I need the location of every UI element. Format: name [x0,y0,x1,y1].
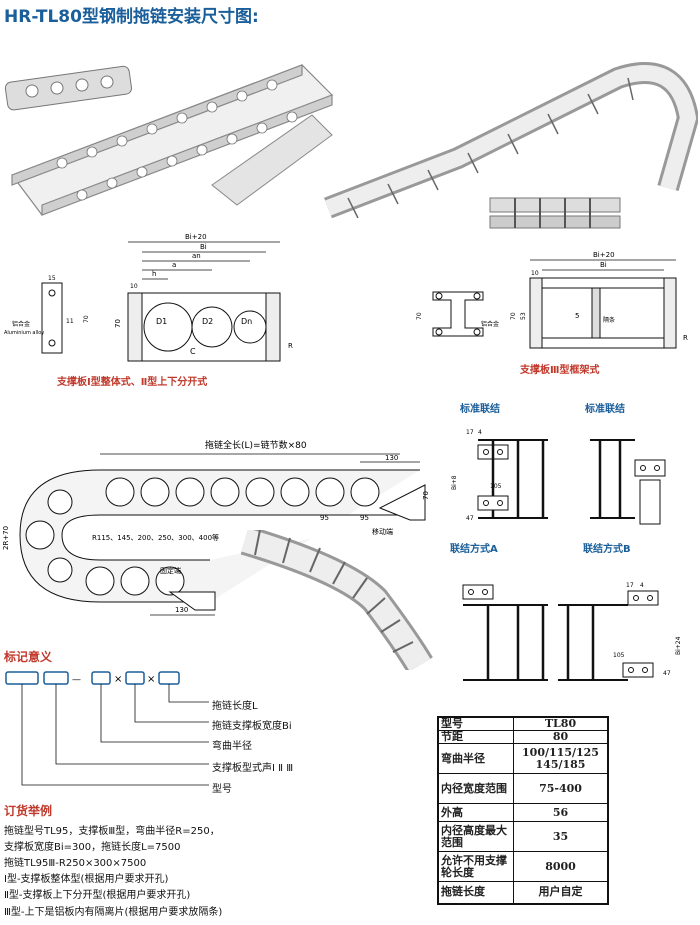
svg-text:D1: D1 [156,317,167,326]
link-mode-a-label: 联结方式A [450,544,498,555]
svg-text:Bi+20: Bi+20 [593,251,615,259]
svg-text:95: 95 [320,514,329,522]
svg-text:11: 11 [66,318,74,325]
order-title: 订货举例 [4,804,53,818]
svg-text:D2: D2 [202,317,213,326]
svg-text:an: an [192,252,201,260]
svg-text:70: 70 [114,319,122,328]
alloy-label-cn: 铝合金 [12,320,30,328]
svg-text:4: 4 [478,429,482,436]
svg-text:Bi: Bi [600,261,607,269]
legend-item-plate-type: 支撑板型式声Ⅰ Ⅱ Ⅲ [212,763,294,774]
order-line: Ⅲ型-上下是铝板内有隔离片(根据用户要求放隔条) [4,907,223,918]
svg-text:Bi+8: Bi+8 [451,475,458,490]
svg-text:铝合金: 铝合金 [481,320,499,328]
table-row: 拖链长度用户自定 [437,881,609,904]
svg-text:70: 70 [510,312,517,320]
order-line: Ⅱ型-支撑板上下分开型(根据用户要求开孔) [4,890,191,901]
product-photo-bracket [489,197,621,229]
svg-text:×: × [114,674,122,685]
fixed-end-label: 固定端 [160,566,181,575]
legend-item-model: 型号 [212,784,232,795]
svg-text:5: 5 [575,312,579,320]
svg-text:105: 105 [490,483,502,490]
diagram-support-plate-3: 70 铝合金 5 隔条 Bi+20 Bi 10 70 53 R [416,251,688,349]
standard-link-label-a: 标准联结 [460,404,500,415]
alloy-label-en: Aluminium alloy [4,330,44,336]
legend-item-length: 拖链长度L [212,701,258,712]
link-mode-b-diagram [590,439,666,525]
order-line: 拖链型号TL95，支撑板Ⅲ型，弯曲半径R=250， [4,826,220,837]
product-photo-chain-curve [240,530,433,670]
svg-text:70: 70 [83,315,90,323]
svg-text:R: R [288,342,293,350]
legend-title: 标记意义 [4,650,53,664]
legend-item-width: 拖链支撑板宽度Bi [212,721,292,732]
order-line: 支撑板宽度Bi=300，拖链长度L=7500 [4,842,181,853]
svg-text:2R+70: 2R+70 [2,526,10,550]
svg-text:Bi: Bi [200,243,207,251]
diagram-chain-side-view: 拖链全长(L)=链节数×80 130 70 95 95 移动端 R115、145… [2,440,430,616]
svg-text:C: C [190,347,196,356]
svg-text:130: 130 [385,454,398,462]
svg-text:47: 47 [466,515,474,522]
svg-text:17: 17 [466,429,474,436]
diagram2-caption: 支撑板Ⅲ型框架式 [520,365,600,376]
svg-text:—: — [72,675,81,685]
standard-link-label-b: 标准联结 [585,404,625,415]
link-mode-b-label: 联结方式B [583,544,631,555]
svg-text:10: 10 [130,283,138,290]
link-mode-b-detail-diagram: 17 4 Bi+24 105 47 [462,582,682,681]
svg-text:Bi+24: Bi+24 [675,636,682,655]
svg-text:隔条: 隔条 [603,316,615,324]
svg-text:105: 105 [613,652,625,659]
svg-text:95: 95 [360,514,369,522]
diagram1-caption: 支撑板Ⅰ型整体式、Ⅱ型上下分开式 [57,377,208,388]
legend-code-diagram: — × × [5,671,209,786]
chain-length-label: 拖链全长(L)=链节数×80 [205,440,307,451]
svg-text:Bi+20: Bi+20 [185,233,207,241]
svg-text:130: 130 [175,606,188,614]
svg-text:Dn: Dn [241,317,252,326]
page-title: HR-TL80型钢制拖链安装尺寸图: [4,7,259,27]
diagram-support-plate-1-2: 铝合金 Aluminium alloy 15 11 70 D1 D2 Dn C … [4,233,293,362]
link-mode-a-diagram: 17 4 Bi+8 105 47 [451,429,548,522]
svg-text:10: 10 [531,270,539,277]
svg-text:70: 70 [422,491,430,500]
svg-text:×: × [147,674,155,685]
svg-text:47: 47 [663,670,671,677]
svg-text:h: h [152,270,156,278]
product-photo-chain-left [4,64,334,216]
order-line: Ⅰ型-支撑板整体型(根据用户要求开孔) [4,874,169,885]
bend-radius-label: R115、145、200、250、300、400等 [92,533,219,542]
svg-text:70: 70 [416,312,423,320]
svg-text:a: a [172,261,176,269]
product-photo-chain-right [324,62,698,218]
order-line: 拖链TL95Ⅲ-R250×300×7500 [4,858,147,869]
move-end-label: 移动端 [372,527,393,536]
svg-text:15: 15 [48,275,56,282]
legend-item-radius: 弯曲半径 [212,741,252,752]
svg-text:R: R [683,334,688,342]
svg-text:4: 4 [640,582,644,589]
svg-text:17: 17 [626,582,634,589]
svg-text:53: 53 [520,312,527,320]
